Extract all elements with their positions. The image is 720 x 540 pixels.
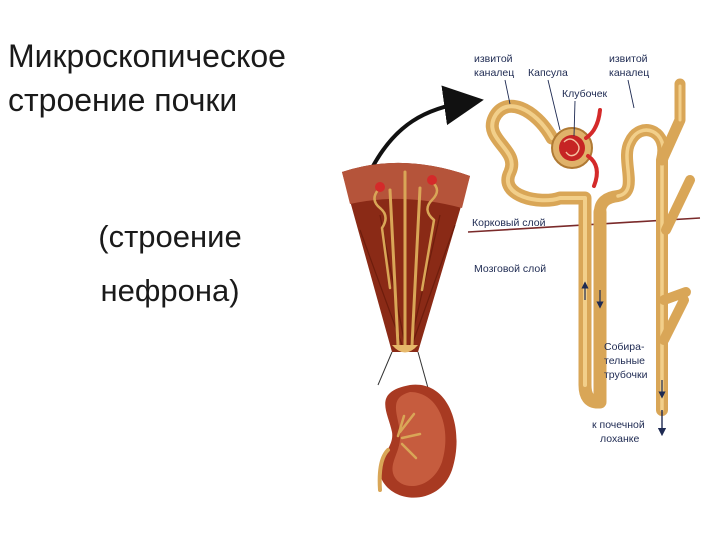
label-tubule-left-2: каналец	[474, 67, 514, 79]
label-pelvis-1: к почечной	[592, 419, 645, 431]
slide-title: Микроскопическое строение почки	[8, 34, 388, 122]
subtitle-line-2: нефрона)	[100, 273, 240, 308]
label-medulla: Мозговой слой	[474, 263, 546, 275]
label-collecting-3: трубочки	[604, 369, 648, 381]
subtitle-line-1: (строение	[98, 219, 242, 254]
capsule-glomerulus	[551, 108, 602, 188]
wedge-glomerulus-right	[427, 175, 437, 185]
label-cortex: Корковый слой	[472, 217, 546, 229]
title-line-1: Микроскопическое	[8, 38, 286, 74]
label-collecting-1: Собира-	[604, 341, 645, 353]
slide-subtitle: (строение нефрона)	[40, 210, 300, 318]
label-tubule-left-1: извитой	[474, 53, 513, 65]
label-glomerulus: Клубочек	[562, 88, 608, 100]
zoom-arrow	[370, 85, 484, 169]
label-tubule-right-1: извитой	[609, 53, 648, 65]
kidney-wedge	[342, 162, 470, 389]
title-line-2: строение почки	[8, 82, 238, 118]
pointer-tubule-right	[627, 79, 635, 109]
wedge-glomerulus-left	[375, 182, 385, 192]
pointer-glomerulus	[573, 100, 576, 137]
label-capsule: Капсула	[528, 67, 568, 79]
pointer-capsule	[547, 79, 561, 131]
label-collecting-2: тельные	[604, 355, 645, 367]
pointer-tubule-left	[504, 79, 511, 105]
nephron-tubules	[485, 78, 695, 416]
kidney-icon	[377, 384, 457, 498]
label-pelvis-2: лоханке	[600, 433, 639, 445]
label-tubule-right-2: каналец	[609, 67, 649, 79]
